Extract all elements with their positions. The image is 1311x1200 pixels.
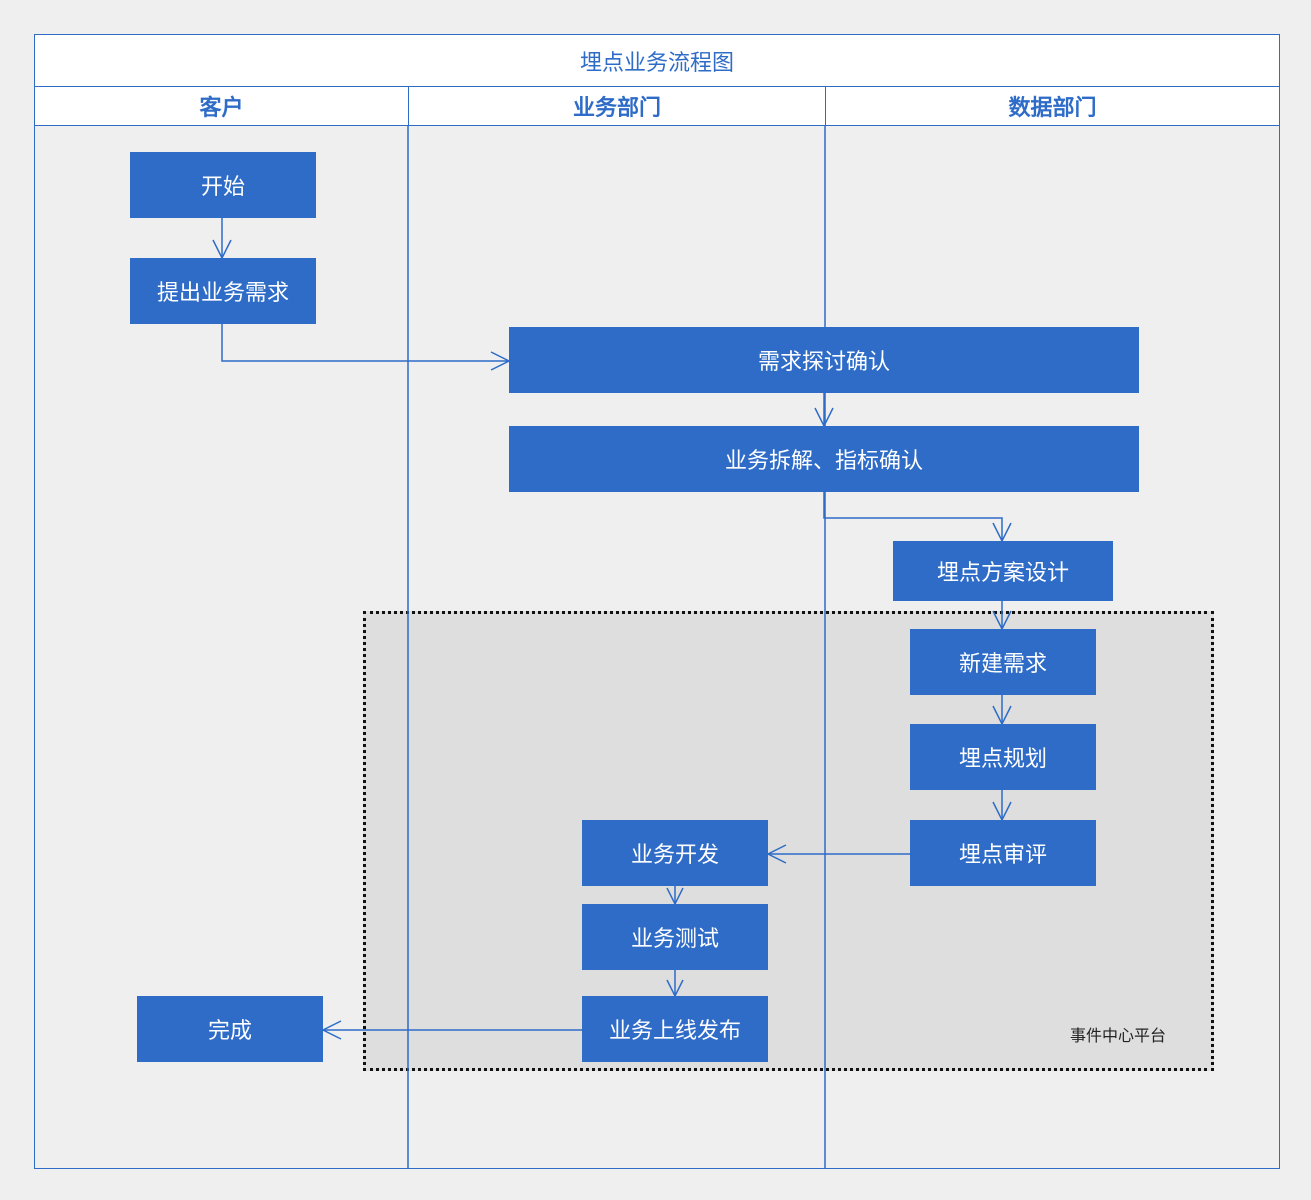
lane-header-customer: 客户 xyxy=(34,86,409,126)
node-submit-request: 提出业务需求 xyxy=(130,258,316,324)
node-dev: 业务开发 xyxy=(582,820,768,886)
platform-zone-label: 事件中心平台 xyxy=(1070,1026,1167,1045)
node-new-request: 新建需求 xyxy=(910,629,1096,695)
node-tracking-design: 埋点方案设计 xyxy=(893,541,1113,601)
node-release: 业务上线发布 xyxy=(582,996,768,1062)
node-test: 业务测试 xyxy=(582,904,768,970)
node-done: 完成 xyxy=(137,996,323,1062)
diagram-title: 埋点业务流程图 xyxy=(34,34,1280,87)
node-tracking-review: 埋点审评 xyxy=(910,820,1096,886)
lane-header-data: 数据部门 xyxy=(825,86,1280,126)
node-discuss-confirm: 需求探讨确认 xyxy=(509,327,1139,393)
node-breakdown-metrics: 业务拆解、指标确认 xyxy=(509,426,1139,492)
node-tracking-plan: 埋点规划 xyxy=(910,724,1096,790)
lane-header-business: 业务部门 xyxy=(408,86,826,126)
node-start: 开始 xyxy=(130,152,316,218)
